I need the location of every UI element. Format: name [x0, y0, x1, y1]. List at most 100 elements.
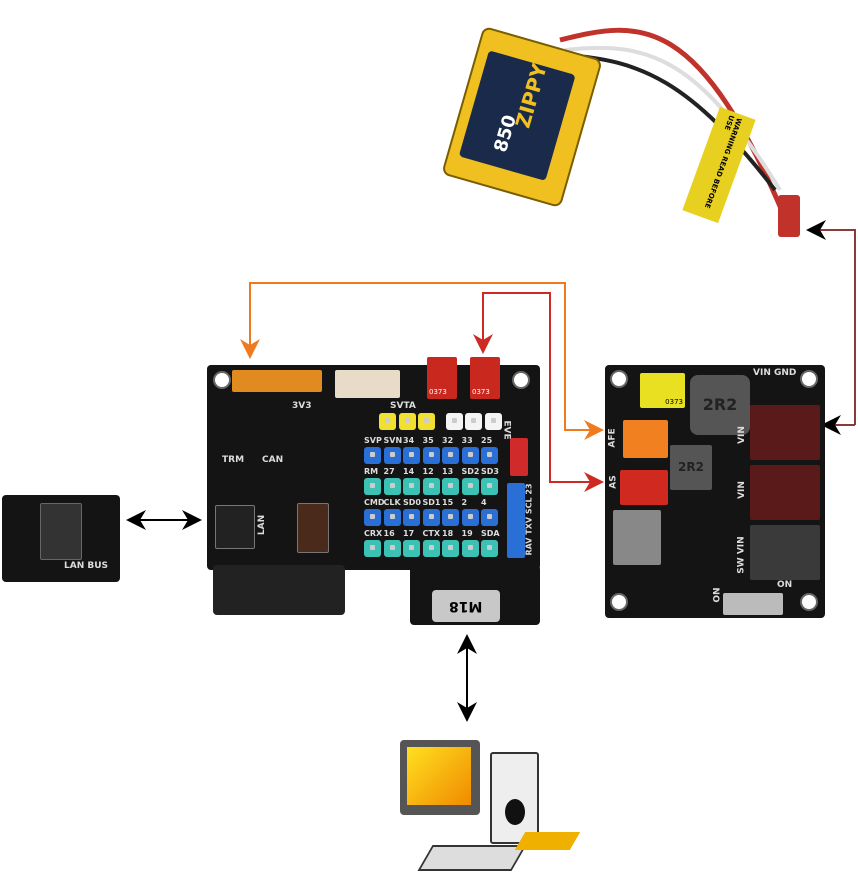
- pin-label: SDA: [481, 529, 500, 538]
- header-pin[interactable]: [383, 478, 401, 495]
- power-label: 3V3: [292, 401, 312, 411]
- trm-label: TRM: [222, 455, 245, 465]
- mounting-hole: [213, 371, 231, 389]
- header-pin[interactable]: [422, 509, 440, 526]
- header-pin[interactable]: [364, 509, 381, 526]
- header-pin[interactable]: [442, 478, 459, 495]
- header-pin[interactable]: [461, 478, 479, 495]
- sw-vin-label: SW VIN: [736, 536, 747, 574]
- battery-wire-white: [564, 45, 782, 192]
- top-label: SVTA: [390, 401, 416, 411]
- keyboard: [417, 845, 527, 871]
- usb-label: M18: [449, 598, 483, 614]
- switch-1[interactable]: [750, 405, 820, 460]
- header-pin[interactable]: [383, 540, 401, 557]
- header-pin[interactable]: [364, 447, 381, 464]
- pin-label: SD2: [461, 467, 480, 476]
- pin-label: RM: [364, 467, 379, 476]
- pin-top[interactable]: [445, 413, 463, 430]
- coin-cell: [613, 510, 661, 565]
- header-pin[interactable]: [442, 509, 459, 526]
- on-switch-label: ON: [777, 580, 793, 590]
- afe-label: AFE: [607, 428, 618, 448]
- side-label: RAV TXV SCL 23: [524, 483, 534, 556]
- computer-icon: [385, 740, 585, 875]
- header-pin[interactable]: [442, 540, 459, 557]
- pin-label: SD1: [422, 498, 441, 507]
- red-connector-2[interactable]: 0373: [470, 357, 500, 399]
- vin-label: VIN: [736, 426, 747, 444]
- pin-label: SVN: [383, 436, 403, 445]
- pin-label: 25: [481, 436, 493, 445]
- inductor-large: 2R2: [690, 375, 750, 435]
- orange-fuse: [232, 370, 322, 392]
- mounting-hole: [800, 370, 818, 388]
- pin-label: 32: [442, 436, 454, 445]
- tower: [490, 752, 539, 844]
- header-pin[interactable]: [422, 478, 440, 495]
- chip-label: 0373: [665, 398, 683, 406]
- battery-connector: [778, 195, 800, 237]
- pin-label: 13: [442, 467, 454, 476]
- orange-connector[interactable]: [623, 420, 668, 458]
- header-pin[interactable]: [403, 509, 420, 526]
- battery-link-arrow: [806, 220, 856, 425]
- header-pin[interactable]: [403, 540, 420, 557]
- header-pin[interactable]: [422, 540, 440, 557]
- header-pin[interactable]: [383, 447, 401, 464]
- header-pin[interactable]: [461, 447, 479, 464]
- pin-label: 17: [403, 529, 415, 538]
- main-board: 3V3 TRM CAN SVTA EVE LAN 0373 0373 RAV T…: [207, 357, 540, 570]
- header-pin[interactable]: [403, 447, 420, 464]
- can-connector[interactable]: [297, 503, 329, 553]
- header-pin[interactable]: [481, 478, 498, 495]
- header-pin[interactable]: [364, 540, 381, 557]
- yellow-connector[interactable]: 0373: [640, 373, 685, 408]
- pin-top[interactable]: [465, 413, 482, 430]
- usb-port[interactable]: M18: [432, 590, 500, 622]
- header-pin[interactable]: [364, 478, 381, 495]
- header-pin[interactable]: [481, 447, 498, 464]
- pin-label: 12: [422, 467, 434, 476]
- speaker: [505, 799, 525, 825]
- pin-label: SD3: [481, 467, 499, 476]
- pin-label: CTX: [422, 529, 441, 538]
- pin-label: 2: [461, 498, 468, 507]
- header-pin[interactable]: [383, 509, 401, 526]
- chip-label: 0373: [472, 388, 490, 396]
- pin-label: 15: [442, 498, 454, 507]
- pin-label: CMD: [364, 498, 385, 507]
- mounting-hole: [512, 371, 530, 389]
- pin-top[interactable]: [484, 413, 502, 430]
- pin-label: 35: [422, 436, 434, 445]
- pin-label: 18: [442, 529, 454, 538]
- as-label: AS: [608, 475, 619, 489]
- header-pin[interactable]: [422, 447, 440, 464]
- on-off-switch[interactable]: [723, 593, 783, 615]
- header-pin[interactable]: [481, 509, 498, 526]
- inductor-small: 2R2: [670, 445, 712, 490]
- red-connector[interactable]: [620, 470, 668, 505]
- pin-label: 27: [383, 467, 395, 476]
- header-pin[interactable]: [442, 447, 459, 464]
- header-pin[interactable]: [461, 540, 479, 557]
- header-pin[interactable]: [403, 478, 420, 495]
- red-connector-1[interactable]: 0373: [427, 357, 457, 399]
- white-buttons[interactable]: [335, 370, 400, 398]
- pin-label: CLK: [383, 498, 401, 507]
- pin-top[interactable]: [379, 413, 396, 430]
- lan-connector[interactable]: [215, 505, 255, 549]
- pin-top[interactable]: [418, 413, 435, 430]
- header-pin[interactable]: [461, 509, 479, 526]
- switch-2[interactable]: [750, 465, 820, 520]
- blue-side-header[interactable]: [507, 483, 525, 558]
- pin-label: 16: [383, 529, 395, 538]
- power-board: VIN GND 0373 2R2 AFE AS 2R2 VIN VIN SW V…: [605, 365, 825, 618]
- lan-bus-label: LAN BUS: [64, 561, 109, 571]
- header-pin[interactable]: [481, 540, 498, 557]
- eve-label: EVE: [501, 420, 512, 440]
- switch-3[interactable]: [750, 525, 820, 580]
- red-pin-header[interactable]: [510, 438, 528, 476]
- pin-top[interactable]: [398, 413, 416, 430]
- pin-label: 19: [461, 529, 473, 538]
